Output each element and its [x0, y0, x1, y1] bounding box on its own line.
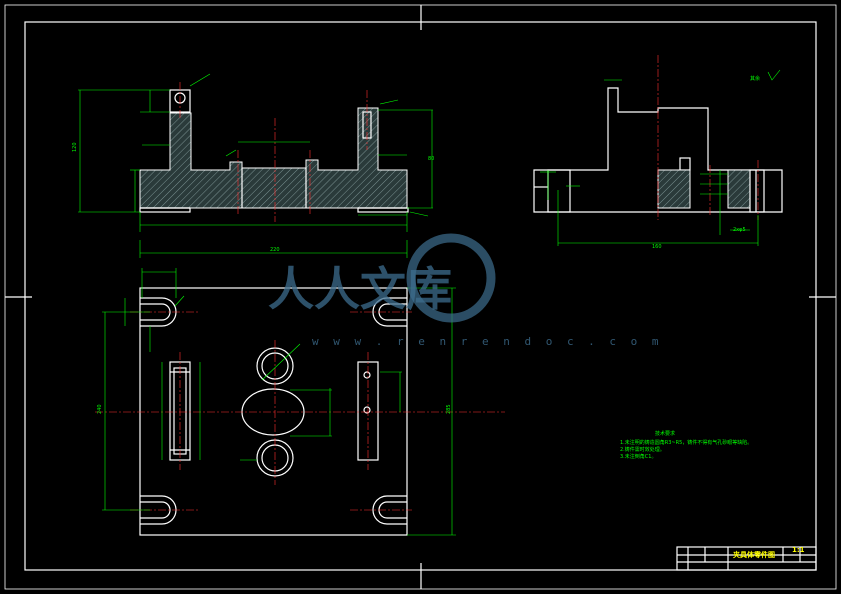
- title-block: 夹具体零件图 1:1: [676, 546, 817, 571]
- side-view: 160 2xφ5: [533, 55, 783, 250]
- drawing-name: 夹具体零件图: [733, 550, 775, 559]
- sheet-border: [4, 4, 837, 590]
- watermark-url: w w w . r e n r e n d o c . c o m: [312, 335, 663, 348]
- drawing-scale: 1:1: [792, 546, 805, 554]
- tech-req-item: 1.未注明的铸造圆角R3~R5，铸件不得有气孔砂眼等缺陷。: [620, 439, 752, 446]
- front-section-view: 120 220 80: [72, 73, 434, 258]
- top-view: 240 285: [95, 268, 505, 536]
- roughness-note: 其余: [750, 69, 781, 82]
- svg-text:160: 160: [652, 244, 662, 250]
- svg-text:285: 285: [446, 404, 452, 414]
- watermark: 人人文库 w w w . r e n r e n d o c . c o m: [268, 233, 663, 348]
- watermark-logo-ring: [406, 233, 496, 323]
- svg-text:220: 220: [270, 247, 280, 253]
- svg-text:240: 240: [97, 404, 103, 414]
- tech-req-item: 2.铸件需时效处理。: [620, 446, 665, 453]
- technical-requirements: 技术要求 1.未注明的铸造圆角R3~R5，铸件不得有气孔砂眼等缺陷。 2.铸件需…: [620, 430, 752, 460]
- roughness-label: 其余: [750, 75, 760, 82]
- svg-text:80: 80: [428, 156, 434, 162]
- svg-text:2xφ5: 2xφ5: [733, 227, 746, 233]
- tech-req-item: 3.未注倒角C1。: [620, 453, 656, 460]
- svg-text:120: 120: [72, 142, 78, 152]
- tech-req-heading: 技术要求: [655, 430, 675, 437]
